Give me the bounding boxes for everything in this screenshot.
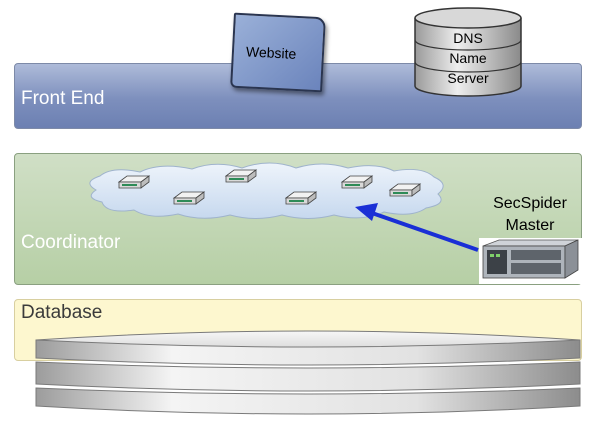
- switch-icon: [117, 175, 151, 189]
- switch-icon: [388, 183, 422, 197]
- database-label: Database: [21, 302, 103, 323]
- switch-icon: [284, 191, 318, 205]
- switch-icon: [340, 175, 374, 189]
- secspider-label-line1: SecSpider: [493, 195, 567, 212]
- switch-icon: [172, 191, 206, 205]
- dns-server-icon: DNS Name Server: [413, 6, 523, 98]
- secspider-label-line2: Master: [505, 217, 555, 234]
- server-icon: [479, 238, 582, 284]
- dns-label-line1: DNS: [453, 30, 483, 46]
- front-end-label: Front End: [21, 88, 105, 109]
- dns-cylinder-graphic: [414, 7, 522, 97]
- cloud-icon: [89, 162, 444, 219]
- dns-label-line3: Server: [447, 70, 489, 86]
- dns-label-line2: Name: [449, 50, 487, 66]
- switch-icon: [224, 169, 258, 183]
- coordinator-label: Coordinator: [21, 232, 121, 253]
- disk-stack-icon: [35, 330, 581, 415]
